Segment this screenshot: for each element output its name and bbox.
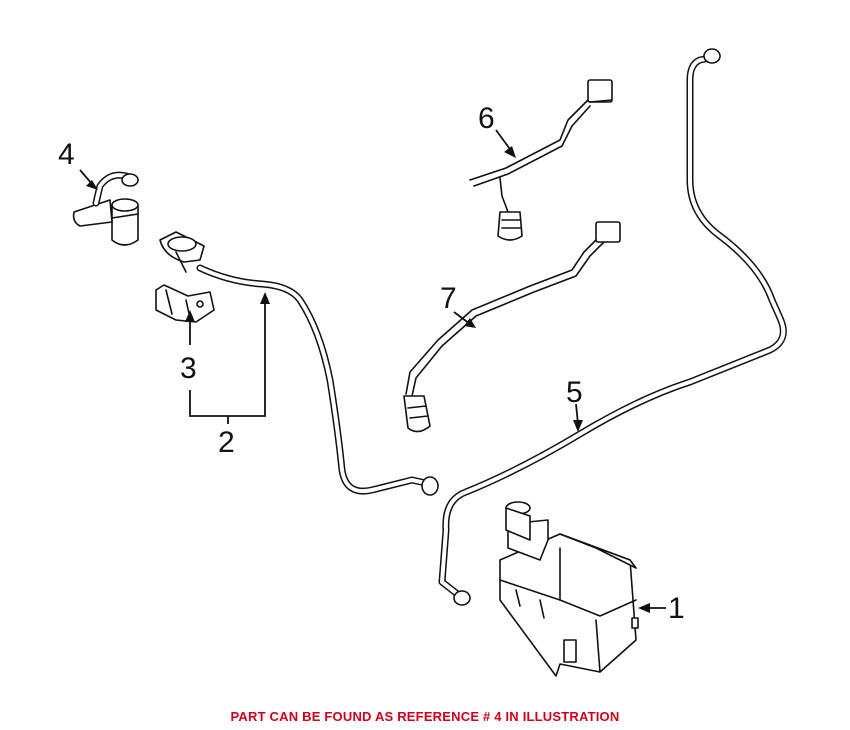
callout-6: 6 (478, 102, 495, 135)
part-3-bracket[interactable] (155, 284, 215, 323)
part-2-vent-tube[interactable] (159, 231, 439, 496)
leader-7 (453, 311, 476, 328)
part-5-purge-line[interactable] (438, 48, 787, 606)
leader-4 (79, 169, 98, 190)
callout-5: 5 (566, 376, 583, 409)
part-4-purge-valve[interactable] (72, 171, 139, 246)
callout-2: 2 (218, 426, 235, 459)
callout-4: 4 (58, 138, 75, 171)
callout-1: 1 (668, 592, 685, 625)
part-1-charcoal-canister[interactable] (499, 501, 639, 677)
reference-caption: PART CAN BE FOUND AS REFERENCE # 4 IN IL… (230, 709, 620, 724)
leader-2 (189, 292, 270, 424)
part-7-oxygen-sensor-lower[interactable] (403, 221, 621, 433)
leader-1 (638, 603, 666, 613)
part-6-oxygen-sensor-upper[interactable] (469, 79, 613, 241)
leader-6 (495, 129, 516, 158)
callout-3: 3 (180, 352, 197, 385)
callout-7: 7 (440, 282, 457, 315)
leader-5 (573, 403, 583, 432)
leader-3 (185, 310, 195, 345)
